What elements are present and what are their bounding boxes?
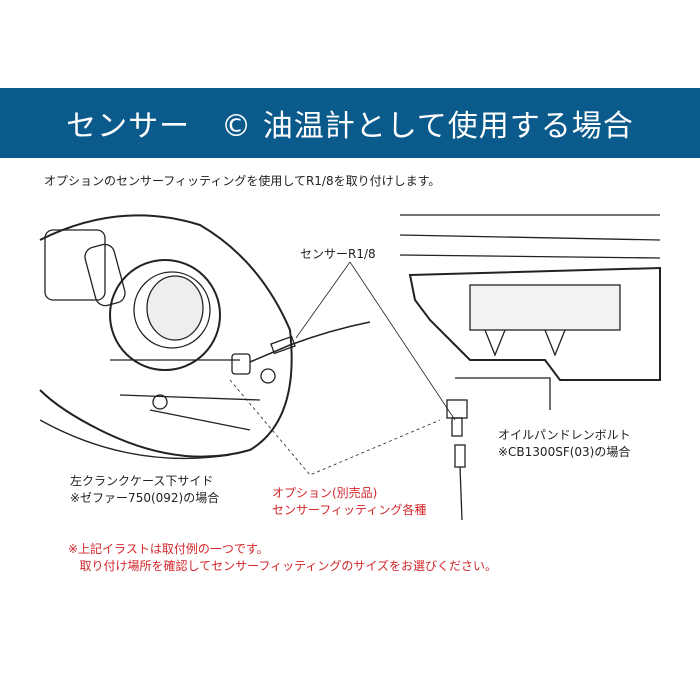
right-location-label: オイルパンドレンボルト ※CB1300SF(03)の場合 — [498, 427, 631, 461]
intro-text: オプションのセンサーフィッティングを使用してR1/8を取り付けします。 — [44, 174, 441, 188]
option-label: オプション(別売品) センサーフィッティング各種 — [272, 485, 426, 519]
left-location-line2: ※ゼファー750(092)の場合 — [70, 491, 220, 505]
option-line1: オプション(別売品) — [272, 486, 378, 500]
left-location-label: 左クランクケース下サイド ※ゼファー750(092)の場合 — [70, 473, 219, 507]
page-title: センサー © 油温計として使用する場合 — [66, 109, 634, 144]
oil-pan-illustration — [399, 214, 661, 521]
note: ※上記イラストは取付例の一つです。 取り付け場所を確認してセンサーフィッティング… — [68, 541, 497, 575]
option-line2: センサーフィッティング各種 — [272, 503, 427, 517]
note-line2: 取り付け場所を確認してセンサーフィッティングのサイズをお選びください。 — [79, 559, 498, 573]
right-location-line2: ※CB1300SF(03)の場合 — [498, 445, 631, 459]
sensor-cable — [249, 321, 371, 363]
engine-crankcase-illustration — [39, 214, 293, 460]
page-title-banner: センサー © 油温計として使用する場合 — [0, 88, 700, 158]
right-location-line1: オイルパンドレンボルト — [498, 428, 631, 442]
sensor-label: センサーR1/8 — [300, 247, 376, 261]
note-line1: ※上記イラストは取付例の一つです。 — [68, 542, 269, 556]
sensor-fitting — [270, 335, 296, 355]
left-location-line1: 左クランクケース下サイド — [70, 474, 214, 488]
